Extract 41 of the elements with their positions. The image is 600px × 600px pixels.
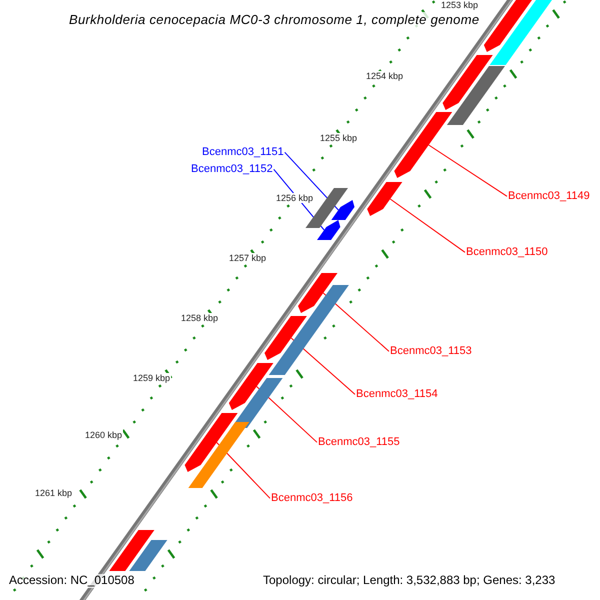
gene-feature — [394, 112, 452, 178]
leader-line — [290, 338, 356, 395]
gene-label: Bcenmc03_1151 — [202, 146, 284, 159]
info-text: Topology: circular; Length: 3,532,883 bp; Genes: 3,233 — [263, 574, 556, 588]
gene-feature — [446, 66, 505, 125]
gene-feature — [184, 413, 238, 472]
gene-feature — [317, 220, 340, 240]
gene-feature — [188, 422, 250, 488]
scale-label: 1256 kbp — [275, 193, 314, 204]
scale-label: 1255 kbp — [319, 133, 358, 144]
gene-feature — [442, 55, 493, 110]
gene-feature — [264, 316, 307, 360]
scale-label: 1259 kbp — [132, 373, 172, 384]
gene-label: Bcenmc03_1149 — [508, 190, 590, 203]
gene-feature — [331, 200, 354, 220]
scale-label: 1261 kbp — [34, 488, 74, 498]
gene-label: Bcenmc03_1155 — [318, 436, 400, 449]
gene-feature — [484, 0, 532, 52]
gene-label: Bcenmc03_1153 — [390, 345, 472, 358]
leader-line — [390, 198, 466, 253]
info-text: Accession: NC_010508 — [9, 574, 134, 588]
gene-feature — [490, 0, 552, 65]
gene-feature — [367, 182, 402, 216]
leader-line — [428, 144, 508, 197]
gene-feature — [298, 273, 338, 313]
gene-feature — [268, 285, 349, 375]
scale-label: 1258 kbp — [180, 313, 220, 324]
leader-line — [284, 152, 339, 210]
scale-label: 1254 kbp — [365, 71, 404, 82]
scale-label: 1253 kbp — [440, 0, 480, 10]
scale-label: 1260 kbp — [84, 430, 124, 440]
gene-feature — [228, 363, 274, 410]
gene-feature — [109, 530, 154, 571]
leader-line — [322, 292, 390, 352]
gene-label: Bcenmc03_1156 — [271, 492, 353, 505]
gene-feature — [129, 540, 168, 571]
gene-label: Bcenmc03_1150 — [466, 246, 548, 259]
leader-line — [216, 442, 270, 499]
scale-label: 1257 kbp — [228, 253, 268, 264]
gene-label: Bcenmc03_1154 — [356, 388, 438, 401]
gene-label: Bcenmc03_1152 — [191, 163, 273, 176]
